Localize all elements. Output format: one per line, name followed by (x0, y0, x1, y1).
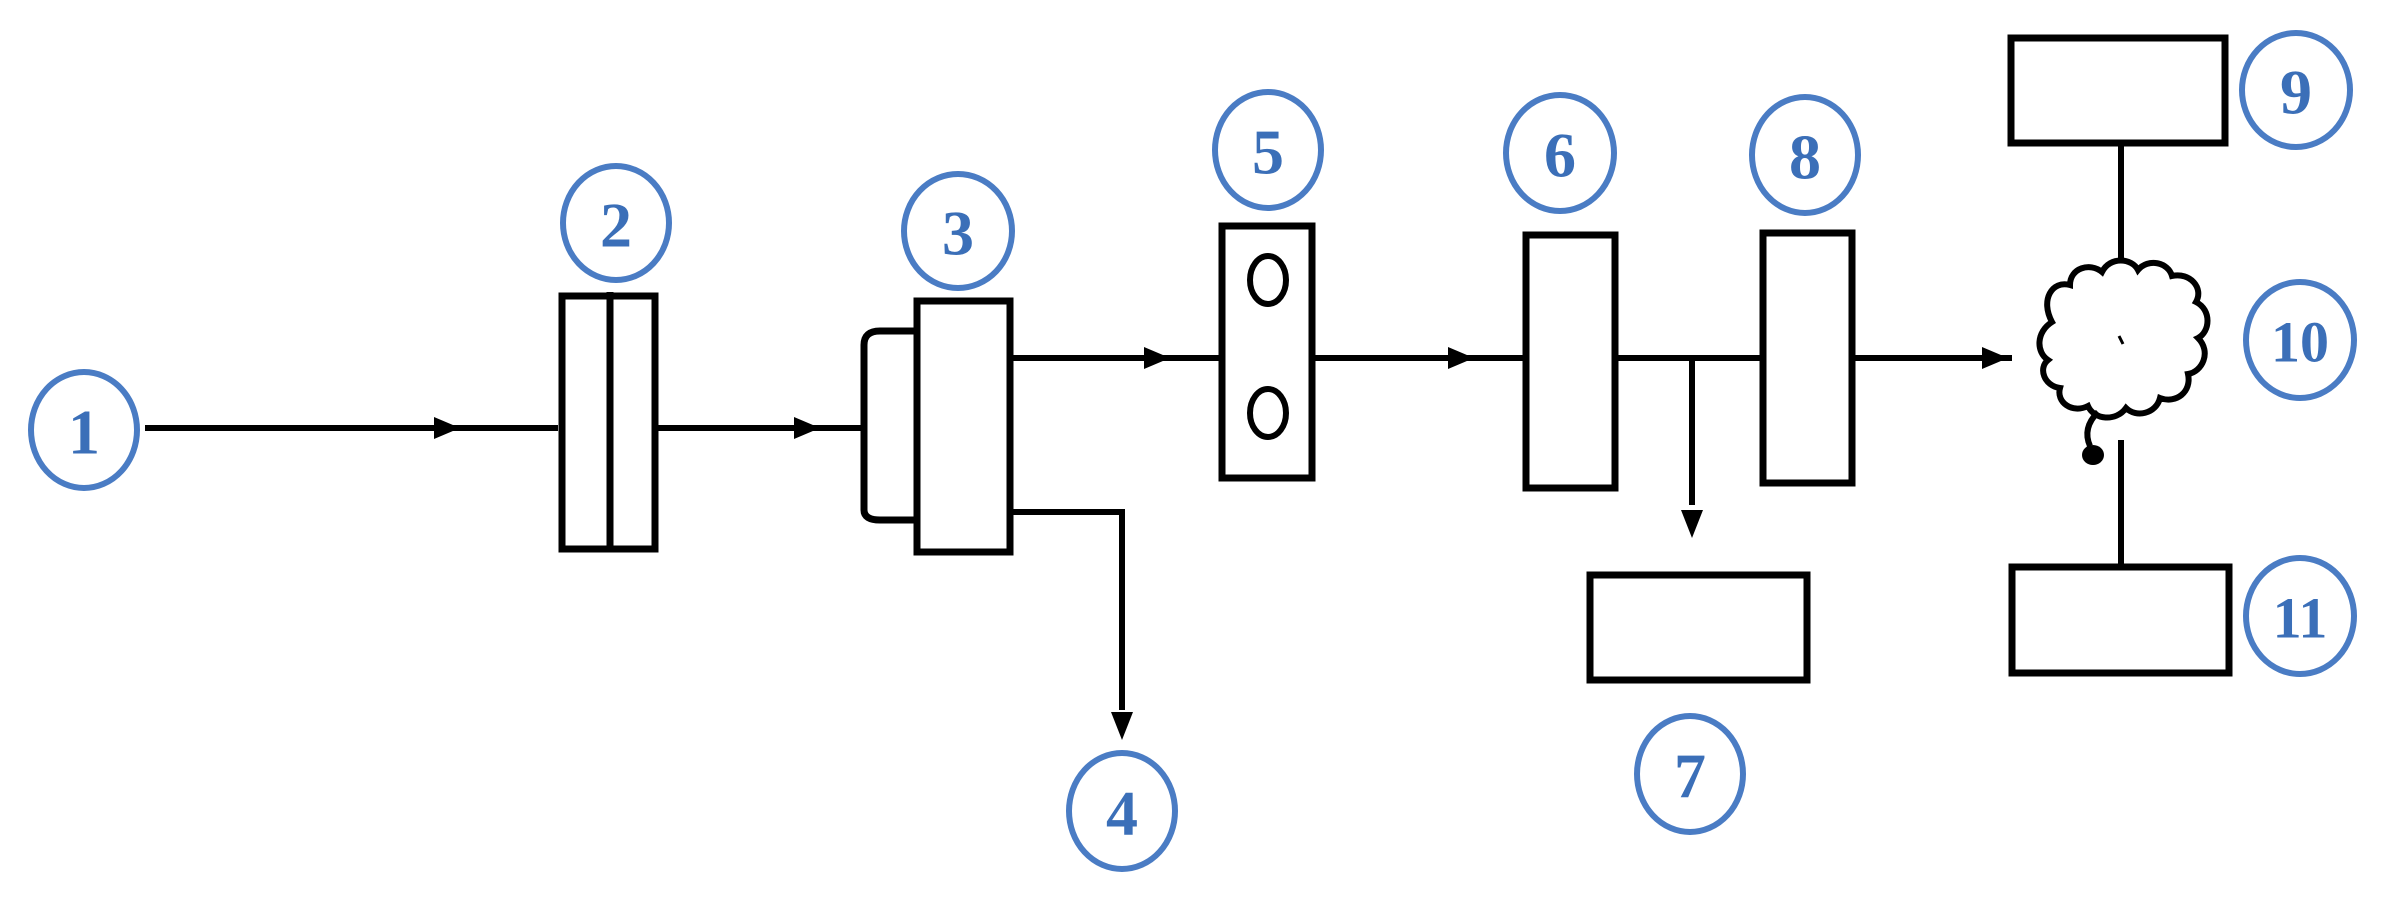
callout-9-ring (2239, 30, 2353, 150)
arrowhead-1-to-2 (434, 417, 460, 439)
callout-8-ring (1749, 94, 1861, 216)
component-8-box (1759, 229, 1856, 487)
callout-10-label: 10 (2271, 310, 2329, 375)
component-3-bracket (860, 327, 917, 524)
callout-1-ring (28, 369, 140, 491)
component-10-cloud (2036, 257, 2211, 465)
callout-4-label: 4 (1106, 778, 1138, 849)
callout-8: 8 (1749, 94, 1861, 216)
component-5-bottom-circle (1247, 386, 1289, 440)
callout-11-ring (2243, 555, 2357, 677)
cloud-shape (2036, 257, 2211, 421)
callout-2-ring (560, 163, 672, 283)
component-9-box (2007, 34, 2229, 147)
callout-1-label: 1 (68, 397, 100, 468)
cloud-inner-mark (2117, 335, 2125, 345)
callout-1: 1 (28, 369, 140, 491)
component-5-unit (1218, 222, 1316, 482)
component-5-top-circle (1247, 253, 1289, 307)
cloud-tail (2084, 409, 2101, 448)
callout-10: 10 (2243, 279, 2357, 401)
callout-2: 2 (560, 163, 672, 283)
callout-2-label: 2 (600, 190, 632, 261)
callout-9: 9 (2239, 30, 2353, 150)
callout-7-label: 7 (1674, 741, 1706, 812)
callout-3-label: 3 (942, 198, 974, 269)
callout-5-ring (1212, 89, 1324, 211)
callout-8-label: 8 (1789, 122, 1821, 193)
callout-6: 6 (1503, 92, 1617, 214)
arrowhead-3-to-5 (1144, 347, 1170, 369)
callout-4-ring (1066, 750, 1178, 872)
callout-11-label: 11 (2273, 586, 2328, 651)
arrowhead-2-to-3 (794, 417, 820, 439)
arrowhead-8-to-10 (1982, 347, 2008, 369)
callout-6-ring (1503, 92, 1617, 214)
callout-11: 11 (2243, 555, 2357, 677)
component-2-double-plate (558, 292, 659, 553)
arrowhead-5-to-6 (1448, 347, 1474, 369)
cloud-knot (2082, 445, 2104, 465)
callout-10-ring (2243, 279, 2357, 401)
callout-3: 3 (901, 171, 1015, 291)
component-11-box (2008, 563, 2233, 677)
callout-4: 4 (1066, 750, 1178, 872)
callout-7: 7 (1634, 713, 1746, 835)
flow-line-3-to-4 (1010, 509, 1125, 710)
component-3-body (913, 297, 1014, 556)
callout-6-label: 6 (1544, 120, 1576, 191)
arrowhead-branch-to-7 (1681, 510, 1703, 538)
callout-markers: 1 2 3 4 5 6 7 (28, 30, 2357, 872)
component-7-box (1586, 571, 1811, 684)
callout-5: 5 (1212, 89, 1324, 211)
arrowhead-3-to-4 (1111, 712, 1133, 740)
flow-lines (145, 145, 2124, 740)
callout-3-ring (901, 171, 1015, 291)
component-6-box (1522, 231, 1619, 492)
callout-7-ring (1634, 713, 1746, 835)
callout-9-label: 9 (2280, 57, 2312, 128)
component-3-unit (860, 297, 1014, 556)
callout-5-label: 5 (1252, 117, 1284, 188)
